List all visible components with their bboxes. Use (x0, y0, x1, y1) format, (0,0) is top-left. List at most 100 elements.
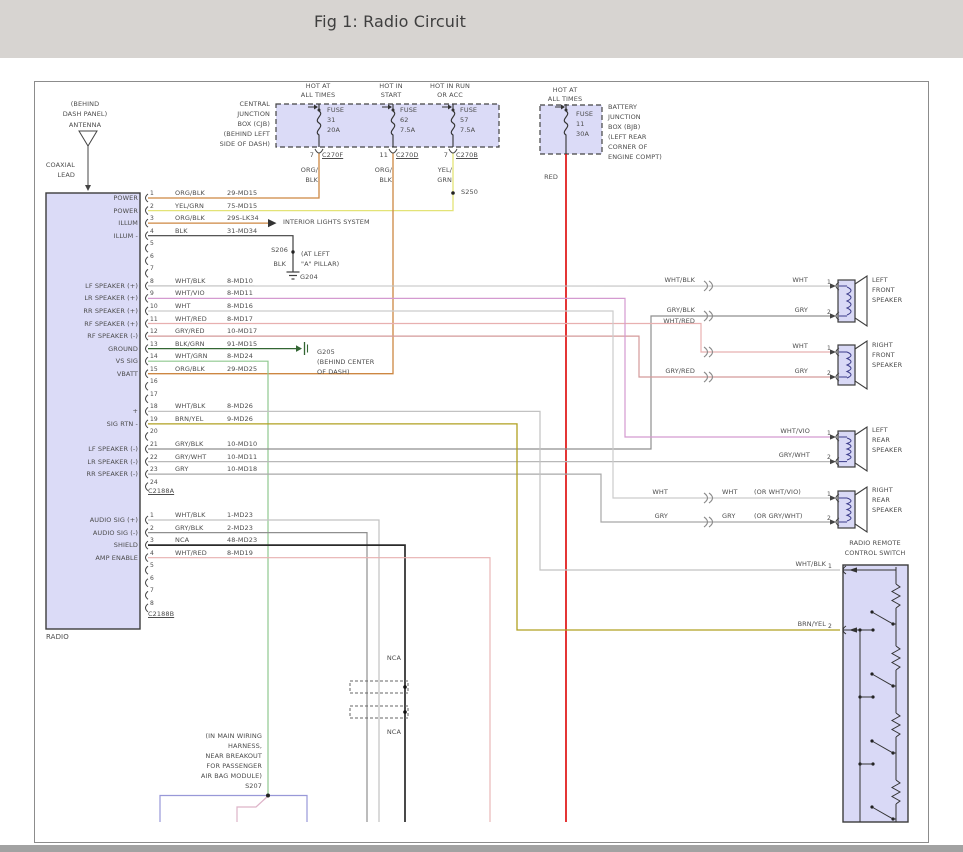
pin-bracket (146, 332, 149, 340)
fuse-amps: 30A (576, 131, 589, 139)
wire-branch-left (160, 796, 268, 823)
switch-pin: 2 (828, 623, 832, 630)
radio-pin-number: 15 (150, 366, 158, 373)
radio-pin-number: 17 (150, 391, 158, 398)
radio-pin-number: 21 (150, 441, 158, 448)
radio-pin-number: 13 (150, 341, 158, 348)
splice-s206-label: S206 (168, 247, 288, 255)
wire-color-label: WHT/RED (575, 318, 695, 326)
pin-bracket (146, 257, 149, 265)
radio-pin-number: 18 (150, 403, 158, 410)
splice-s207-label: S207 (142, 783, 262, 791)
wire-color-label: GRY/WHT (175, 454, 206, 462)
bjb-label: CORNER OF (608, 144, 647, 152)
hot-label: OR ACC (390, 92, 510, 100)
s206-location: "A" PILLAR) (301, 261, 339, 269)
g205-ground-icon (296, 342, 308, 355)
wire-color-label: WHT (175, 303, 191, 311)
pin-bracket (146, 554, 149, 562)
wire-color-label: RED (438, 174, 558, 182)
pin-bracket (146, 458, 149, 466)
wire-color-label: WHT/GRN (175, 353, 208, 361)
speaker-name: LEFT (872, 427, 888, 435)
pin-bracket (146, 244, 149, 252)
speaker-cone-icon (855, 427, 867, 471)
coaxial-label: COAXIAL (0, 162, 75, 170)
circuit-number-label: 10-MD11 (227, 454, 257, 462)
cjb-label: JUNCTION (150, 111, 270, 119)
radio-pin-label: LF SPEAKER (+) (18, 283, 138, 291)
fuse-amps: 20A (327, 127, 340, 135)
switch-pin: 1 (828, 563, 832, 570)
circuit-number-label: 8-MD24 (227, 353, 253, 361)
wire-color-label: BLK/GRN (175, 341, 205, 349)
wire-color-label: GRY (548, 513, 668, 521)
nca-label: NCA (281, 729, 401, 737)
bjb-label: JUNCTION (608, 114, 641, 122)
circuit-number-label: 91-MD15 (227, 341, 257, 349)
radio-pin-number: 5 (150, 562, 154, 569)
wire-color-label: WHT/VIO (175, 290, 205, 298)
pin-bracket (146, 579, 149, 587)
bjb-label: BATTERY (608, 104, 637, 112)
wire-wht-grn-vs-sig (148, 361, 268, 795)
speaker-name: LEFT (872, 277, 888, 285)
wire-color-label: YEL/ (332, 167, 452, 175)
radio-pin-number: 2 (150, 203, 154, 210)
s207-note: HARNESS, (142, 743, 262, 751)
radio-pin-number: 3 (150, 537, 154, 544)
speaker-pin: 1 (827, 345, 831, 352)
circuit-number-label: 8-MD26 (227, 403, 253, 411)
circuit-number-label: 10-MD18 (227, 466, 257, 474)
speaker-name: RIGHT (872, 342, 893, 350)
wire-color-label: WHT/RED (175, 550, 207, 558)
radio-pin-label: GROUND (18, 346, 138, 354)
speaker-pin: 2 (827, 515, 831, 522)
pin-bracket (146, 320, 149, 328)
radio-pin-number: 8 (150, 278, 154, 285)
wire-color-label: ORG/BLK (175, 215, 205, 223)
pin-bracket (146, 541, 149, 549)
pin-bracket (146, 432, 149, 440)
speaker-name: SPEAKER (872, 507, 902, 515)
s206-location: (AT LEFT (301, 251, 330, 259)
antenna-note: (BEHIND (25, 101, 145, 109)
speaker-cone-icon (855, 276, 867, 326)
pin-bracket (146, 591, 149, 599)
interior-lights-label: INTERIOR LIGHTS SYSTEM (283, 219, 370, 227)
radio-pin-number: 20 (150, 428, 158, 435)
nca-label: NCA (281, 655, 401, 663)
bjb-label: (LEFT REAR (608, 134, 647, 142)
speaker-name: REAR (872, 497, 890, 505)
fuse-label: FUSE (400, 107, 417, 115)
radio-pin-number: 4 (150, 228, 154, 235)
circuit-number-label: 1-MD23 (227, 512, 253, 520)
radio-pin-number: 4 (150, 550, 154, 557)
pin-bracket (146, 470, 149, 478)
radio-pin-number: 3 (150, 215, 154, 222)
radio-pin-label: VBATT (18, 371, 138, 379)
wire-color-label: GRY/RED (175, 328, 205, 336)
fuse-label: FUSE (460, 107, 477, 115)
wire-color-label: BRN/YEL (706, 621, 826, 629)
pin-bracket (146, 294, 149, 302)
radio-pin-label: POWER (18, 195, 138, 203)
pin-bracket (146, 269, 149, 277)
wire-color-label: BLK (166, 261, 286, 269)
coaxial-label: LEAD (0, 172, 75, 180)
radio-pin-number: 10 (150, 303, 158, 310)
remote-switch-title: CONTROL SWITCH (815, 550, 935, 558)
wire-color-label: WHT (722, 489, 738, 497)
connector-pin: 7 (328, 152, 448, 160)
splice-symbols (704, 281, 713, 527)
splice-s207-dot (266, 794, 270, 798)
speaker-name: SPEAKER (872, 297, 902, 305)
g204-ground-icon (287, 272, 300, 279)
radio-pin-number: 8 (150, 600, 154, 607)
pin-bracket (146, 345, 149, 353)
wire-color-label: WHT (688, 277, 808, 285)
speaker-pin: 1 (827, 279, 831, 286)
bjb-label: ENGINE COMPT) (608, 154, 662, 162)
radio-pin-number: 1 (150, 190, 154, 197)
